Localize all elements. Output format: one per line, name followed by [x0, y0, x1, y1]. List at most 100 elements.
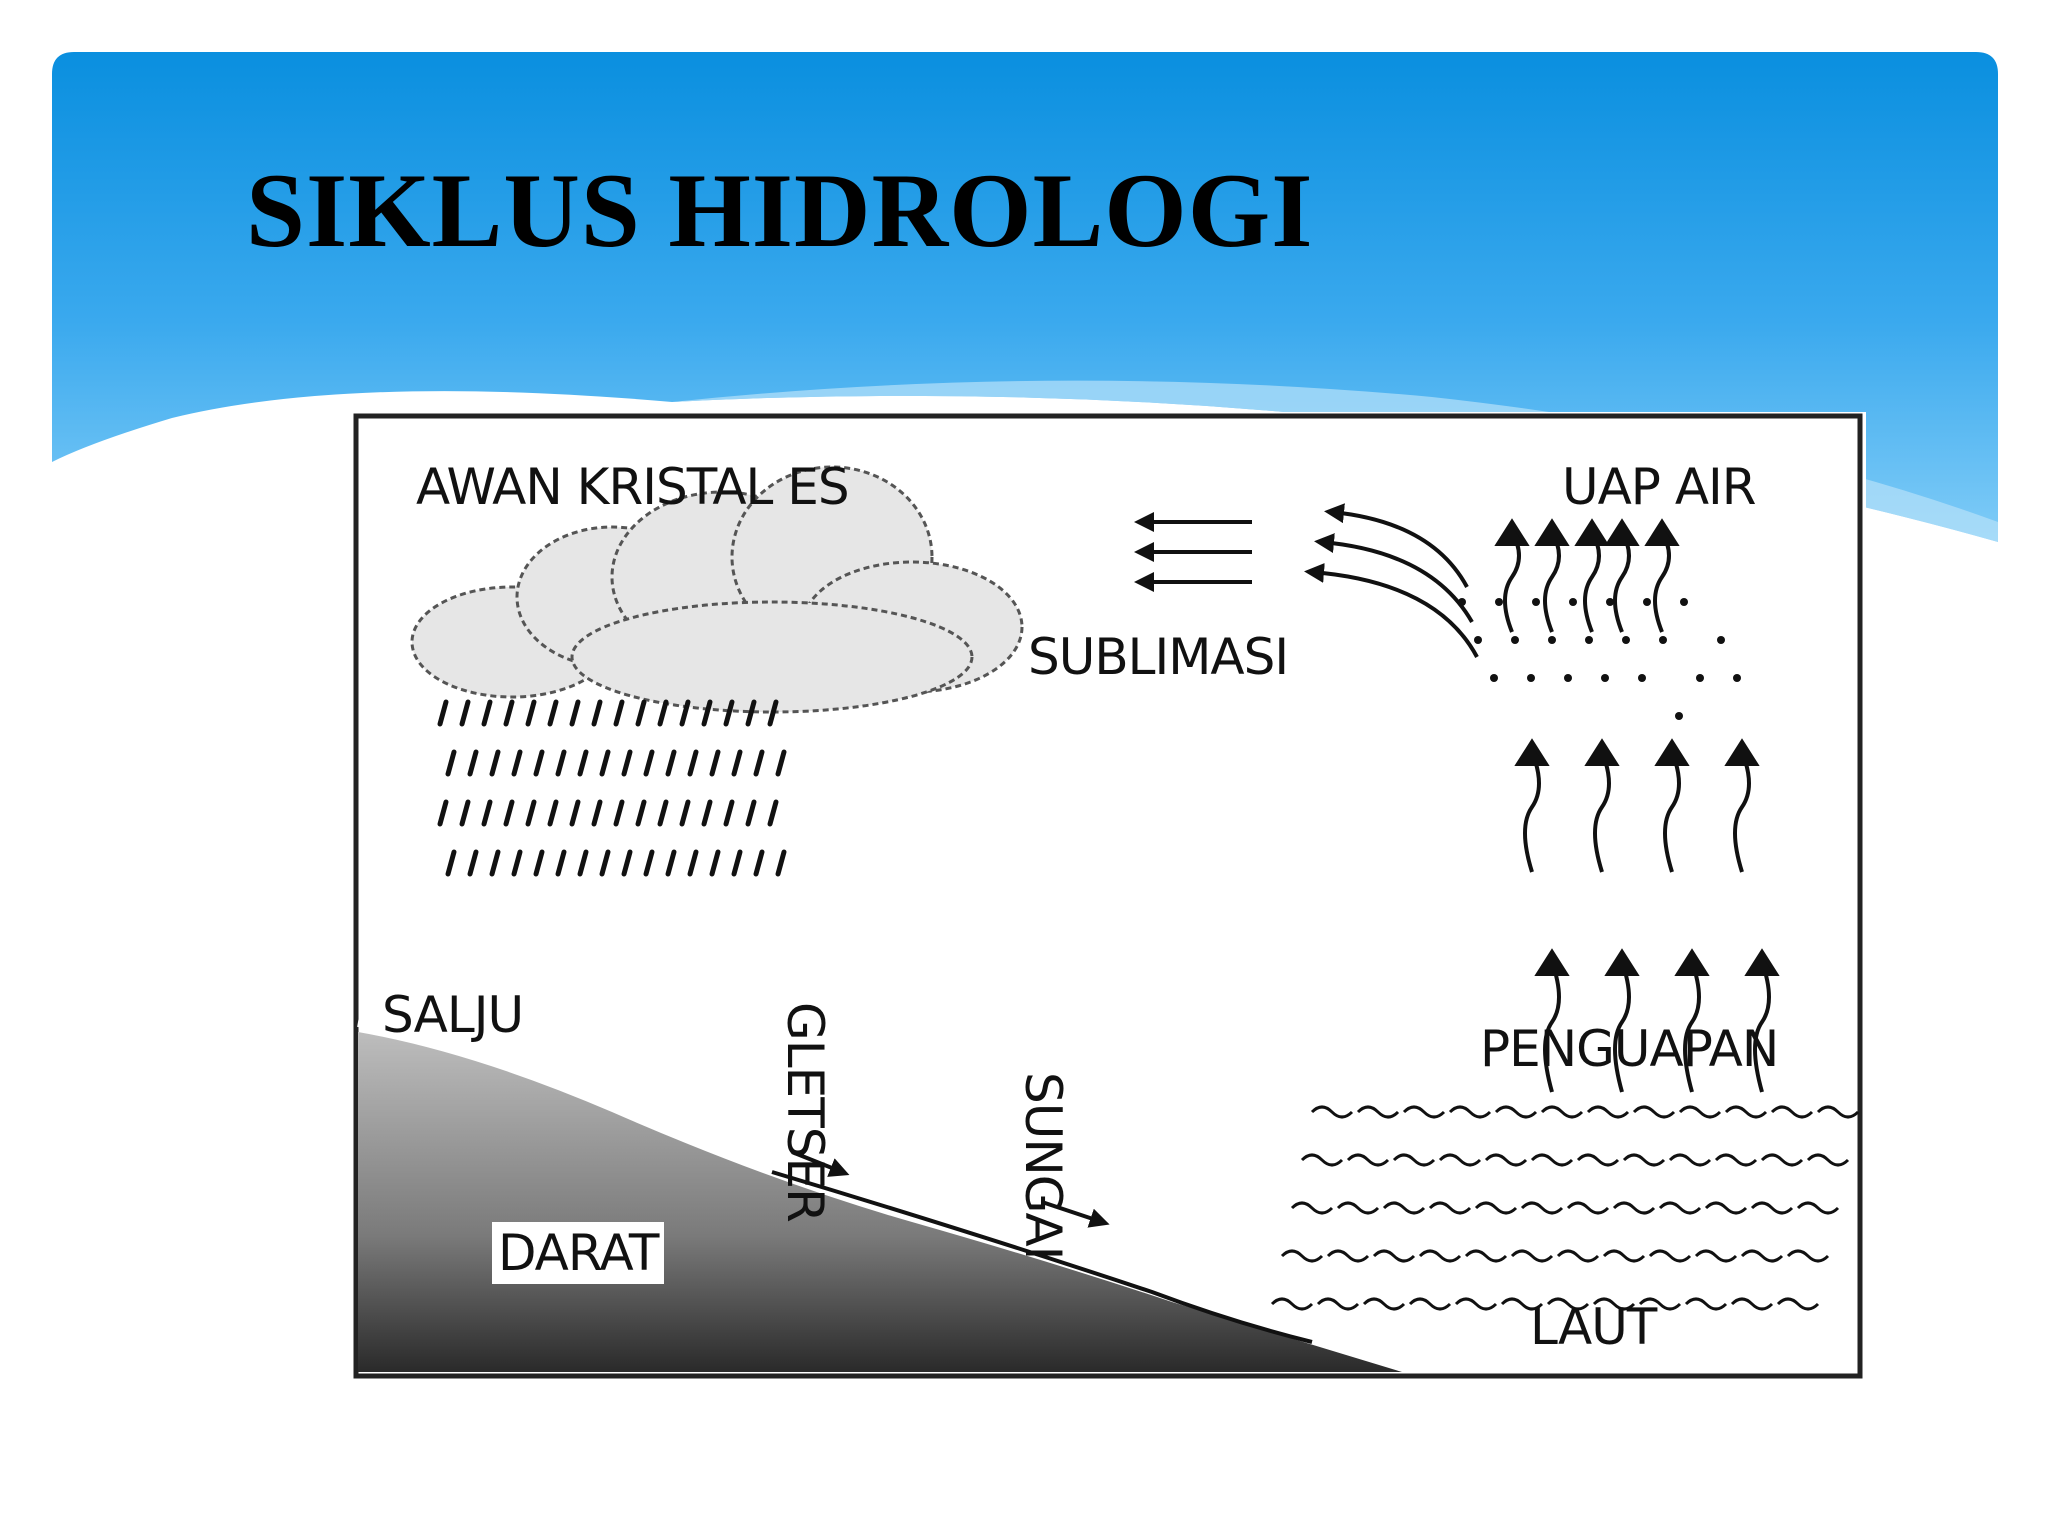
- rain-drop: [525, 699, 537, 727]
- vapor-arrow: [1593, 751, 1611, 873]
- rain-drop: [665, 749, 677, 777]
- vapor-arrow-head: [1654, 738, 1690, 766]
- vapor-dot: [1495, 598, 1503, 606]
- rain-drop: [767, 699, 779, 727]
- arrow-icon: [791, 1150, 850, 1177]
- vapor-dot: [1601, 674, 1609, 682]
- vapor-dot: [1490, 674, 1498, 682]
- wave: [1418, 1249, 1462, 1263]
- vapor-dot: [1659, 636, 1667, 644]
- rain-drop: [599, 849, 611, 877]
- rain-drop: [679, 699, 691, 727]
- wave: [1392, 1153, 1436, 1167]
- arrow-icon: [1494, 518, 1680, 633]
- rain-drop: [511, 749, 523, 777]
- label-gletser: GLETSER: [776, 1002, 834, 1222]
- hydrology-cycle-diagram: AWAN KRISTAL ES UAP AIR SUBLIMASI SALJU …: [352, 412, 1866, 1382]
- rain-drop: [657, 699, 669, 727]
- rain-drop: [437, 699, 449, 727]
- slide-title: SIKLUS HIDROLOGI: [246, 152, 1314, 269]
- vapor-arrow: [1663, 751, 1681, 873]
- diagram-illustration: [353, 413, 1863, 1379]
- vapor-arrow-head: [1534, 518, 1570, 546]
- vapor-dot: [1638, 674, 1646, 682]
- rain-drop: [555, 749, 567, 777]
- wave: [1776, 1297, 1820, 1311]
- vapor-arrow-head: [1574, 518, 1610, 546]
- vapor-dot: [1585, 636, 1593, 644]
- wave: [1494, 1105, 1538, 1119]
- wave: [1658, 1201, 1702, 1215]
- vapor-arrow: [1653, 531, 1671, 633]
- vapor-arrow: [1543, 961, 1561, 1093]
- vapor-arrow-head: [1584, 738, 1620, 766]
- rain-drop: [467, 749, 479, 777]
- wave: [1648, 1249, 1692, 1263]
- vapor-arrow: [1583, 531, 1601, 633]
- vapor-arrow: [1613, 531, 1631, 633]
- wave: [1316, 1297, 1360, 1311]
- wave: [1454, 1297, 1498, 1311]
- rain-drop: [533, 749, 545, 777]
- rain-drop: [745, 699, 757, 727]
- wave: [1500, 1297, 1544, 1311]
- rain-drop: [687, 849, 699, 877]
- rain-drop: [753, 749, 765, 777]
- wave: [1714, 1153, 1758, 1167]
- rain-drop: [701, 799, 713, 827]
- wave: [1566, 1201, 1610, 1215]
- rain-drop: [775, 849, 787, 877]
- rain-drop: [445, 749, 457, 777]
- arrow-icon: [1534, 948, 1780, 1093]
- rain-drop: [701, 699, 713, 727]
- rain-drop: [511, 849, 523, 877]
- wave: [1632, 1105, 1676, 1119]
- label-uap-air: UAP AIR: [1562, 458, 1757, 516]
- rain-drop: [547, 699, 559, 727]
- wave: [1270, 1297, 1314, 1311]
- vapor-dot: [1511, 636, 1519, 644]
- vapor-dots: [1458, 598, 1741, 720]
- wave: [1576, 1153, 1620, 1167]
- rain-drop: [643, 849, 655, 877]
- cloud-icon: [410, 465, 1024, 714]
- wave: [1760, 1153, 1804, 1167]
- wave: [1668, 1153, 1712, 1167]
- wave: [1336, 1201, 1380, 1215]
- wave: [1750, 1201, 1794, 1215]
- wave: [1372, 1249, 1416, 1263]
- vapor-arrow-head: [1674, 948, 1710, 976]
- wave: [1280, 1249, 1324, 1263]
- vapor-arrow: [1503, 531, 1521, 633]
- vapor-dot: [1717, 636, 1725, 644]
- vapor-dot: [1696, 674, 1704, 682]
- label-sublimasi: SUBLIMASI: [1028, 628, 1289, 686]
- snow-edge: [357, 1017, 1174, 1297]
- rain-drop: [577, 849, 589, 877]
- vapor-arrow-head: [1604, 518, 1640, 546]
- rain-drop: [599, 749, 611, 777]
- wave: [1290, 1201, 1334, 1215]
- rain-drop: [679, 799, 691, 827]
- rain-drop: [635, 799, 647, 827]
- wave: [1612, 1201, 1656, 1215]
- rain-drop: [569, 699, 581, 727]
- arrow-icon: [1514, 738, 1760, 873]
- rain-drop: [687, 749, 699, 777]
- vapor-arrow: [1543, 531, 1561, 633]
- wave: [1510, 1249, 1554, 1263]
- vapor-arrow: [1613, 961, 1631, 1093]
- wave: [1520, 1201, 1564, 1215]
- vapor-arrow: [1733, 751, 1751, 873]
- wave: [1770, 1105, 1814, 1119]
- rain-drop: [481, 799, 493, 827]
- wave: [1310, 1105, 1354, 1119]
- wave: [1694, 1249, 1738, 1263]
- rain-drop: [731, 749, 743, 777]
- rain-drop: [709, 749, 721, 777]
- rain-drop: [459, 699, 471, 727]
- wave: [1438, 1153, 1482, 1167]
- rain-drop: [613, 799, 625, 827]
- wave: [1464, 1249, 1508, 1263]
